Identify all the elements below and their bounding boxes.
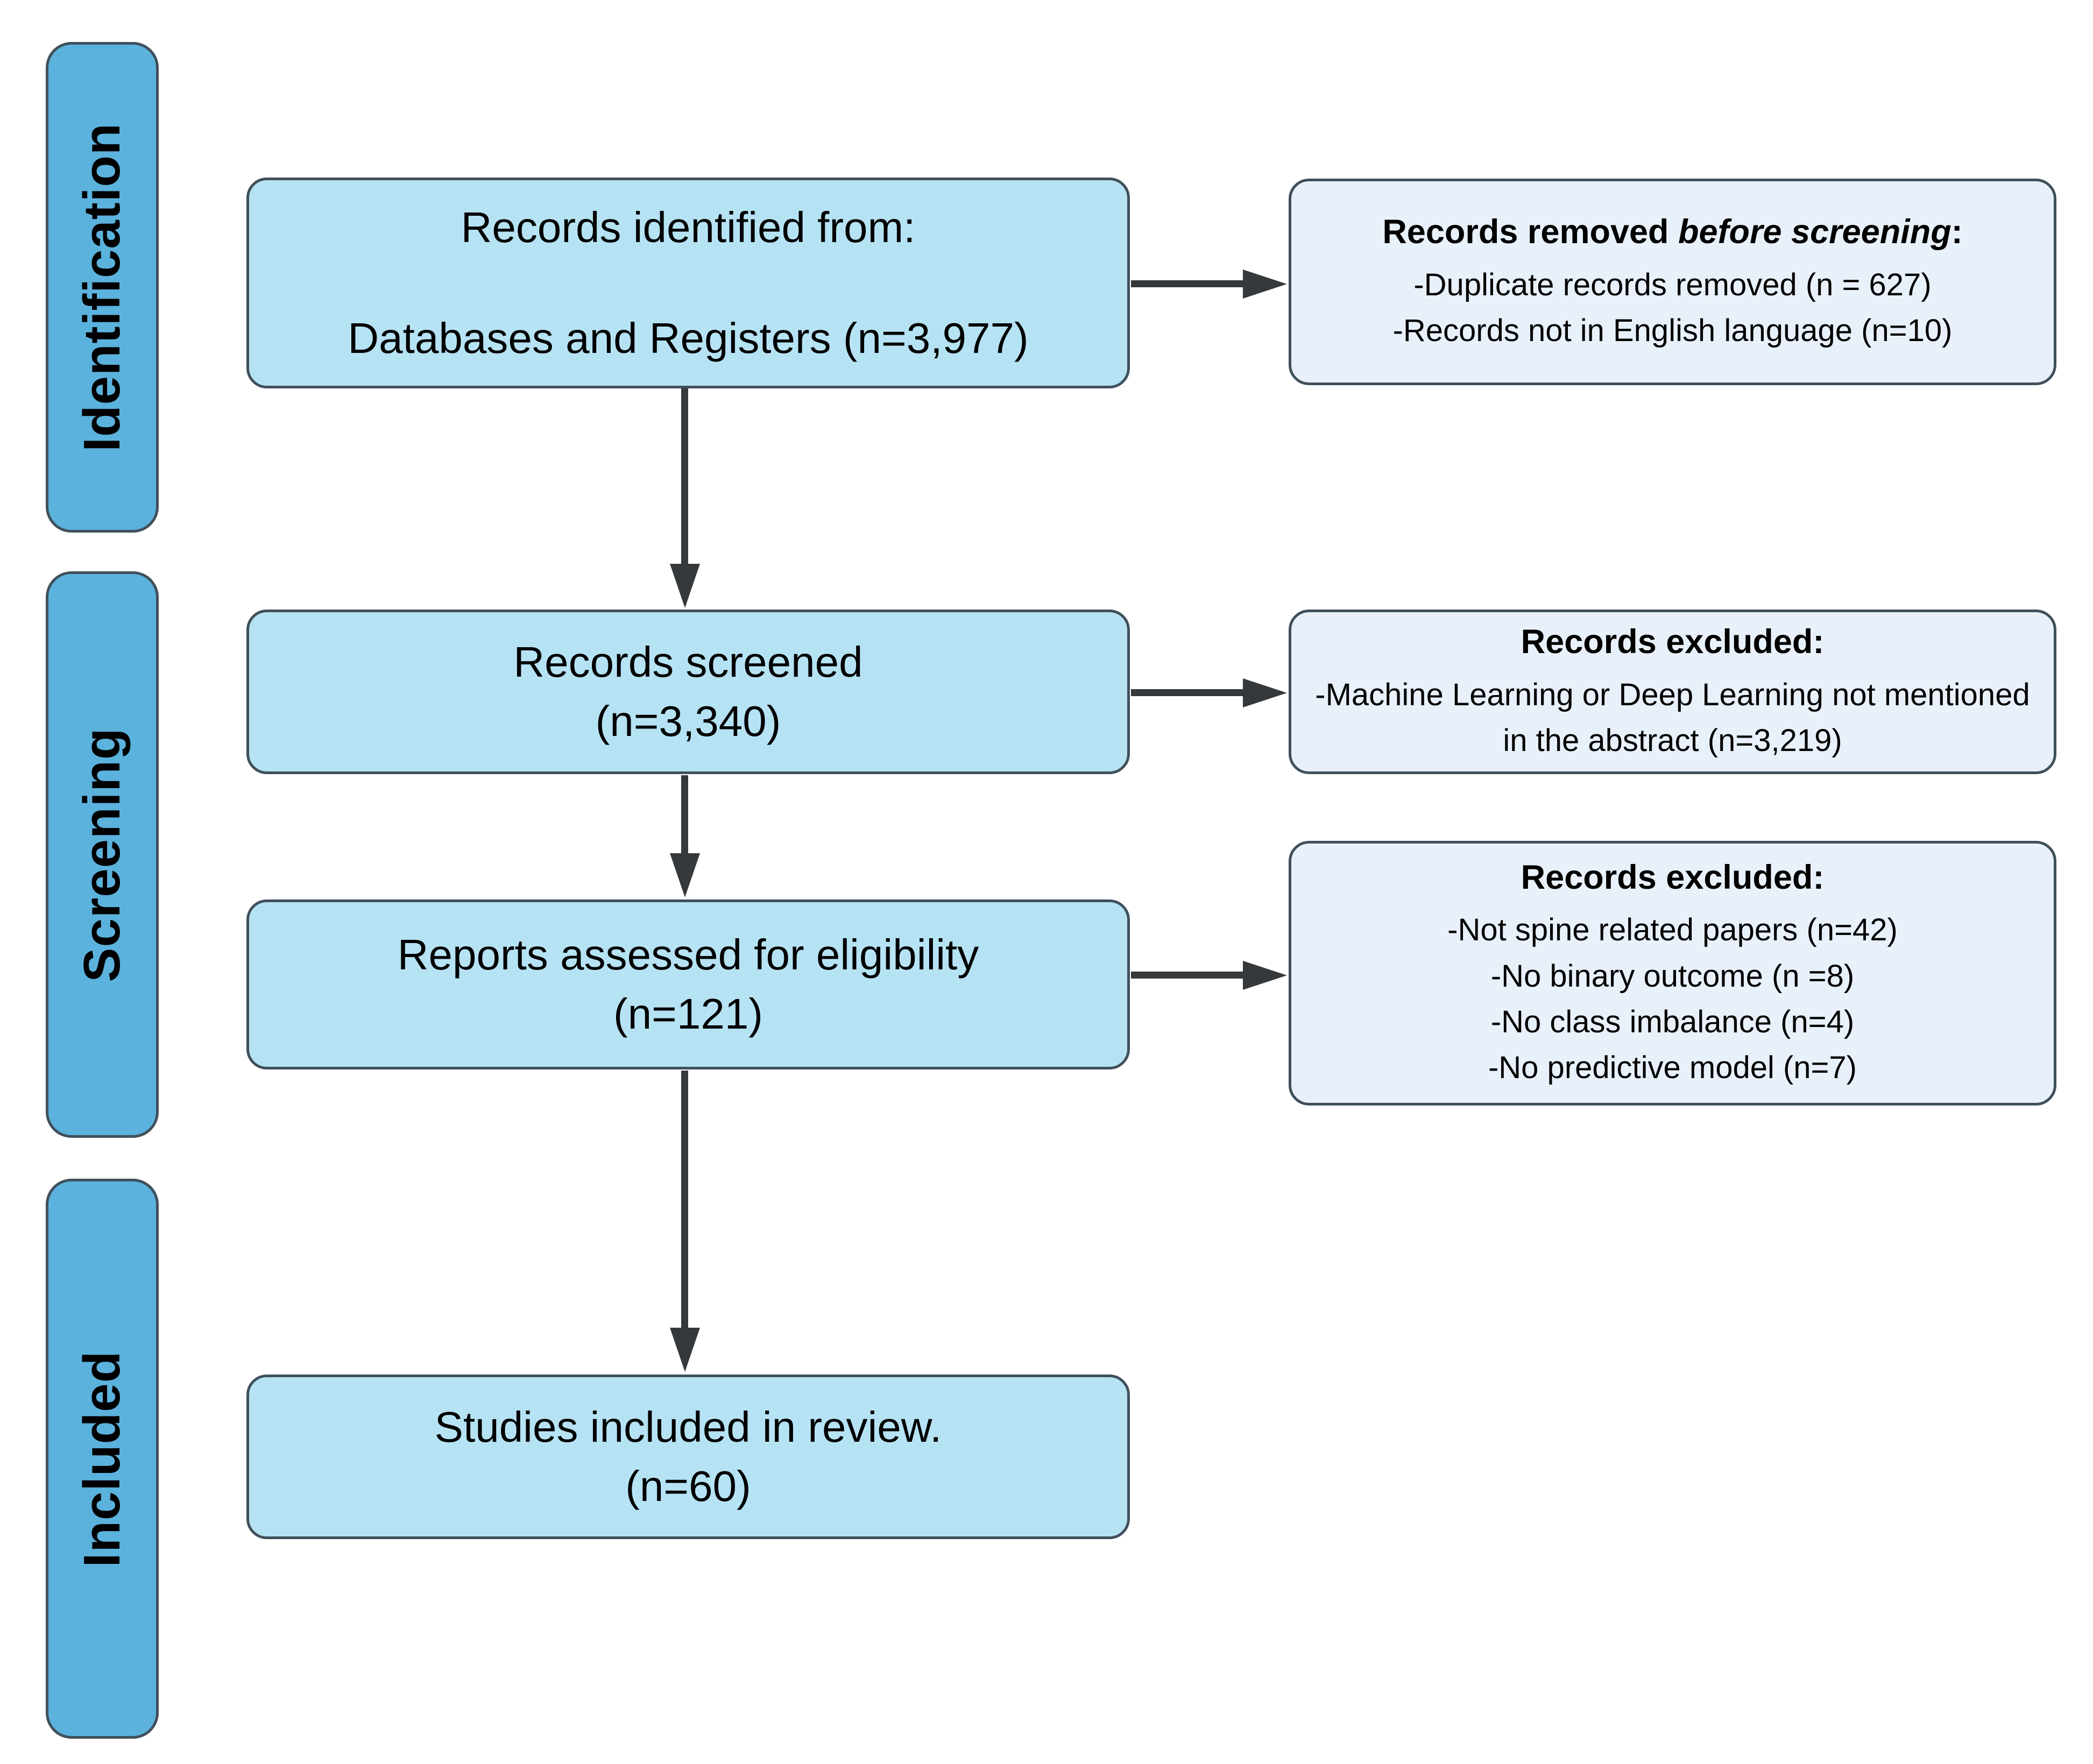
records-screened-line-1: Records screened [513,637,863,686]
box-records-excluded-eligibility: Records excluded: -Not spine related pap… [1289,841,2056,1106]
records-removed-title-suffix: : [1951,212,1963,251]
records-excluded-eligibility-item-3: -No class imbalance (n=4) [1490,1004,1855,1039]
box-records-removed-before-screening: Records removed before screening: -Dupli… [1289,179,2056,385]
records-removed-title-prefix: Records removed [1382,212,1679,251]
arrow-line-assessed-to-excluded [1131,972,1247,979]
stage-label-included: Included [73,1350,131,1567]
arrow-line-screened-to-assessed [681,775,688,856]
studies-included-line-1: Studies included in review. [434,1402,942,1451]
stage-label-identification: Identification [73,123,131,452]
box-records-screened: Records screened (n=3,340) [246,610,1130,774]
arrow-line-identified-to-screened [681,388,688,566]
reports-assessed-line-2: (n=121) [613,990,763,1038]
arrow-line-identified-to-removed [1131,280,1247,287]
arrow-line-screened-to-excluded [1131,689,1247,696]
records-excluded-eligibility-item-2: -No binary outcome (n =8) [1490,958,1855,994]
reports-assessed-line-1: Reports assessed for eligibility [397,930,979,979]
arrow-line-assessed-to-included [681,1071,688,1330]
records-excluded-screening-item-1: -Machine Learning or Deep Learning not m… [1315,677,2030,758]
records-removed-item-1: -Duplicate records removed (n = 627) [1413,267,1932,302]
arrowhead-right-icon [1243,961,1287,990]
records-identified-line-2: Databases and Registers (n=3,977) [348,314,1029,362]
arrowhead-down-icon [670,564,700,608]
arrowhead-right-icon [1243,678,1287,707]
box-records-excluded-screening: Records excluded: -Machine Learning or D… [1289,610,2056,774]
stage-label-screening: Screening [73,727,131,982]
box-studies-included: Studies included in review. (n=60) [246,1375,1130,1539]
records-excluded-eligibility-item-1: -Not spine related papers (n=42) [1447,912,1898,948]
records-excluded-eligibility-title: Records excluded: [1521,858,1825,896]
studies-included-line-2: (n=60) [625,1462,751,1510]
stage-box-included: Included [46,1179,159,1739]
box-records-identified: Records identified from: Databases and R… [246,178,1130,388]
stage-box-screening: Screening [46,571,159,1138]
records-excluded-screening-title: Records excluded: [1521,622,1825,661]
arrowhead-down-icon [670,1328,700,1372]
arrowhead-right-icon [1243,270,1287,299]
records-excluded-eligibility-item-4: -No predictive model (n=7) [1488,1050,1857,1086]
records-removed-title: Records removed before screening: [1382,210,1962,254]
records-removed-item-2: -Records not in English language (n=10) [1392,313,1953,348]
records-identified-line-1: Records identified from: [461,203,916,251]
records-screened-line-2: (n=3,340) [595,697,781,745]
arrowhead-down-icon [670,853,700,897]
records-removed-title-italic: before screening [1678,212,1951,251]
stage-box-identification: Identification [46,42,159,533]
box-reports-assessed: Reports assessed for eligibility (n=121) [246,899,1130,1069]
